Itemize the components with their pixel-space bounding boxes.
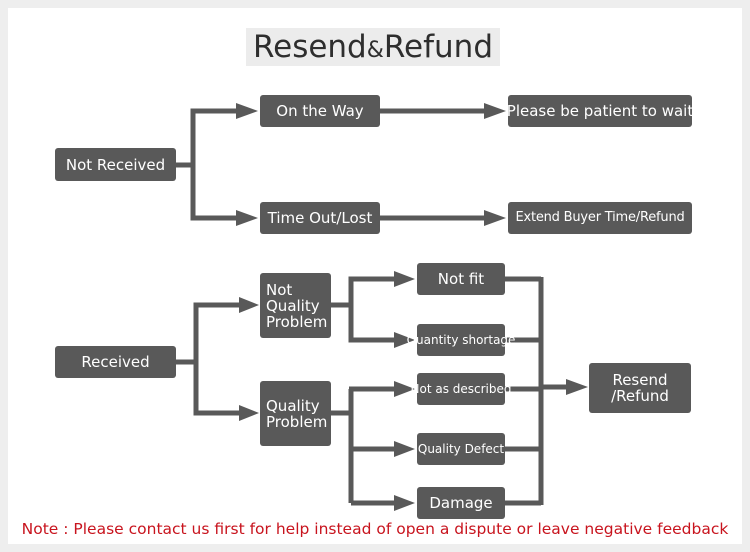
link-to-quality: [193, 360, 239, 416]
arrowhead-quantity: [394, 332, 415, 348]
arrowhead-time-out: [236, 210, 258, 226]
node-not-as-described: Not as described: [411, 373, 512, 405]
arrowhead-not-fit: [394, 271, 415, 287]
link-to-not-fit: [348, 276, 394, 307]
link-to-time-out: [190, 163, 236, 221]
arrowhead-wait: [484, 103, 506, 119]
link-to-not-quality: [193, 302, 239, 364]
node-not-received: Not Received: [55, 148, 176, 181]
node-damage: Damage: [417, 487, 505, 519]
title-ampersand: &: [366, 38, 384, 63]
arrowhead-extend: [484, 210, 506, 226]
node-not-fit: Not fit: [417, 263, 505, 295]
title-resend: Resend: [252, 29, 367, 65]
node-received: Received: [55, 346, 176, 378]
link-to-on-the-way: [190, 108, 236, 167]
node-on-the-way: On the Way: [260, 95, 380, 127]
node-quantity-shortage: Quantity shortage: [407, 324, 515, 356]
arrowhead-damage: [394, 495, 415, 511]
node-resend-refund: Resend/Refund: [589, 363, 691, 413]
node-time-out-lost: Time Out/Lost: [260, 202, 380, 234]
feedback-note: Note : Please contact us first for help …: [21, 520, 729, 538]
link-to-quantity-shortage: [348, 303, 394, 343]
arrowhead-resend: [566, 379, 588, 395]
arrowhead-not-quality: [239, 297, 259, 313]
node-quality-defect: Quality Defect: [417, 433, 505, 465]
arrowhead-defect: [394, 441, 415, 457]
node-extend-buyer-time: Extend Buyer Time/Refund: [508, 202, 692, 234]
diagram-title: Resend&Refund: [246, 28, 500, 66]
arrowhead-quality: [239, 405, 259, 421]
title-refund: Refund: [383, 29, 494, 65]
arrowhead-on-the-way: [236, 103, 258, 119]
node-be-patient: Please be patient to wait: [507, 95, 693, 127]
arrowhead-described: [394, 381, 415, 397]
